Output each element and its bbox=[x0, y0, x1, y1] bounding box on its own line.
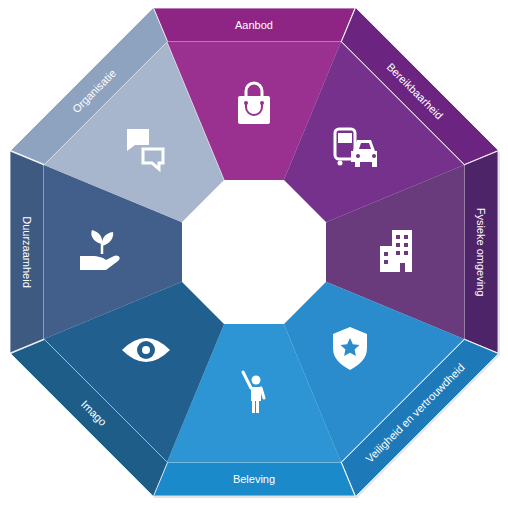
eye-icon bbox=[122, 338, 170, 362]
segment-band: Fysieke omgeving bbox=[464, 151, 498, 353]
segment-label: Veiligheid en vertrouwdheid bbox=[331, 329, 498, 496]
divider bbox=[167, 42, 224, 180]
center-octagon bbox=[182, 180, 326, 324]
band-trapezoid bbox=[153, 462, 355, 496]
band-trapezoid bbox=[464, 151, 498, 353]
segment-label: Aanbod bbox=[153, 8, 355, 42]
band-trapezoid bbox=[331, 8, 498, 175]
band-trapezoid bbox=[10, 329, 177, 496]
segment-band: Bereikbaarheid bbox=[331, 8, 498, 175]
band-trapezoid bbox=[10, 151, 44, 353]
segment-label: Organisatie bbox=[10, 8, 177, 175]
band-trapezoid bbox=[153, 8, 355, 42]
bag-icon bbox=[238, 83, 270, 124]
segment-label: Imago bbox=[10, 329, 177, 496]
segment-band: Organisatie bbox=[10, 8, 177, 175]
segment-band: Aanbod bbox=[153, 8, 355, 42]
person-icon bbox=[243, 372, 264, 413]
plant-hand-icon bbox=[80, 230, 120, 270]
segment-band: Veiligheid en vertrouwdheid bbox=[331, 329, 498, 496]
band-trapezoid bbox=[331, 329, 498, 496]
inner-segments bbox=[44, 42, 464, 462]
transport-icon bbox=[335, 129, 377, 167]
segment-label: Duurzaamheid bbox=[10, 151, 44, 353]
chat-icon bbox=[127, 129, 163, 169]
segment-label: Bereikbaarheid bbox=[331, 8, 498, 175]
dividers bbox=[167, 42, 224, 180]
segment-band: Duurzaamheid bbox=[10, 151, 44, 353]
segment-label: Beleving bbox=[153, 462, 355, 496]
segment-label: Fysieke omgeving bbox=[464, 151, 498, 353]
segment-band: Beleving bbox=[153, 462, 355, 496]
shield-icon bbox=[333, 327, 367, 370]
band-trapezoid bbox=[10, 8, 177, 175]
segment-band: Imago bbox=[10, 329, 177, 496]
building-icon bbox=[380, 230, 412, 272]
